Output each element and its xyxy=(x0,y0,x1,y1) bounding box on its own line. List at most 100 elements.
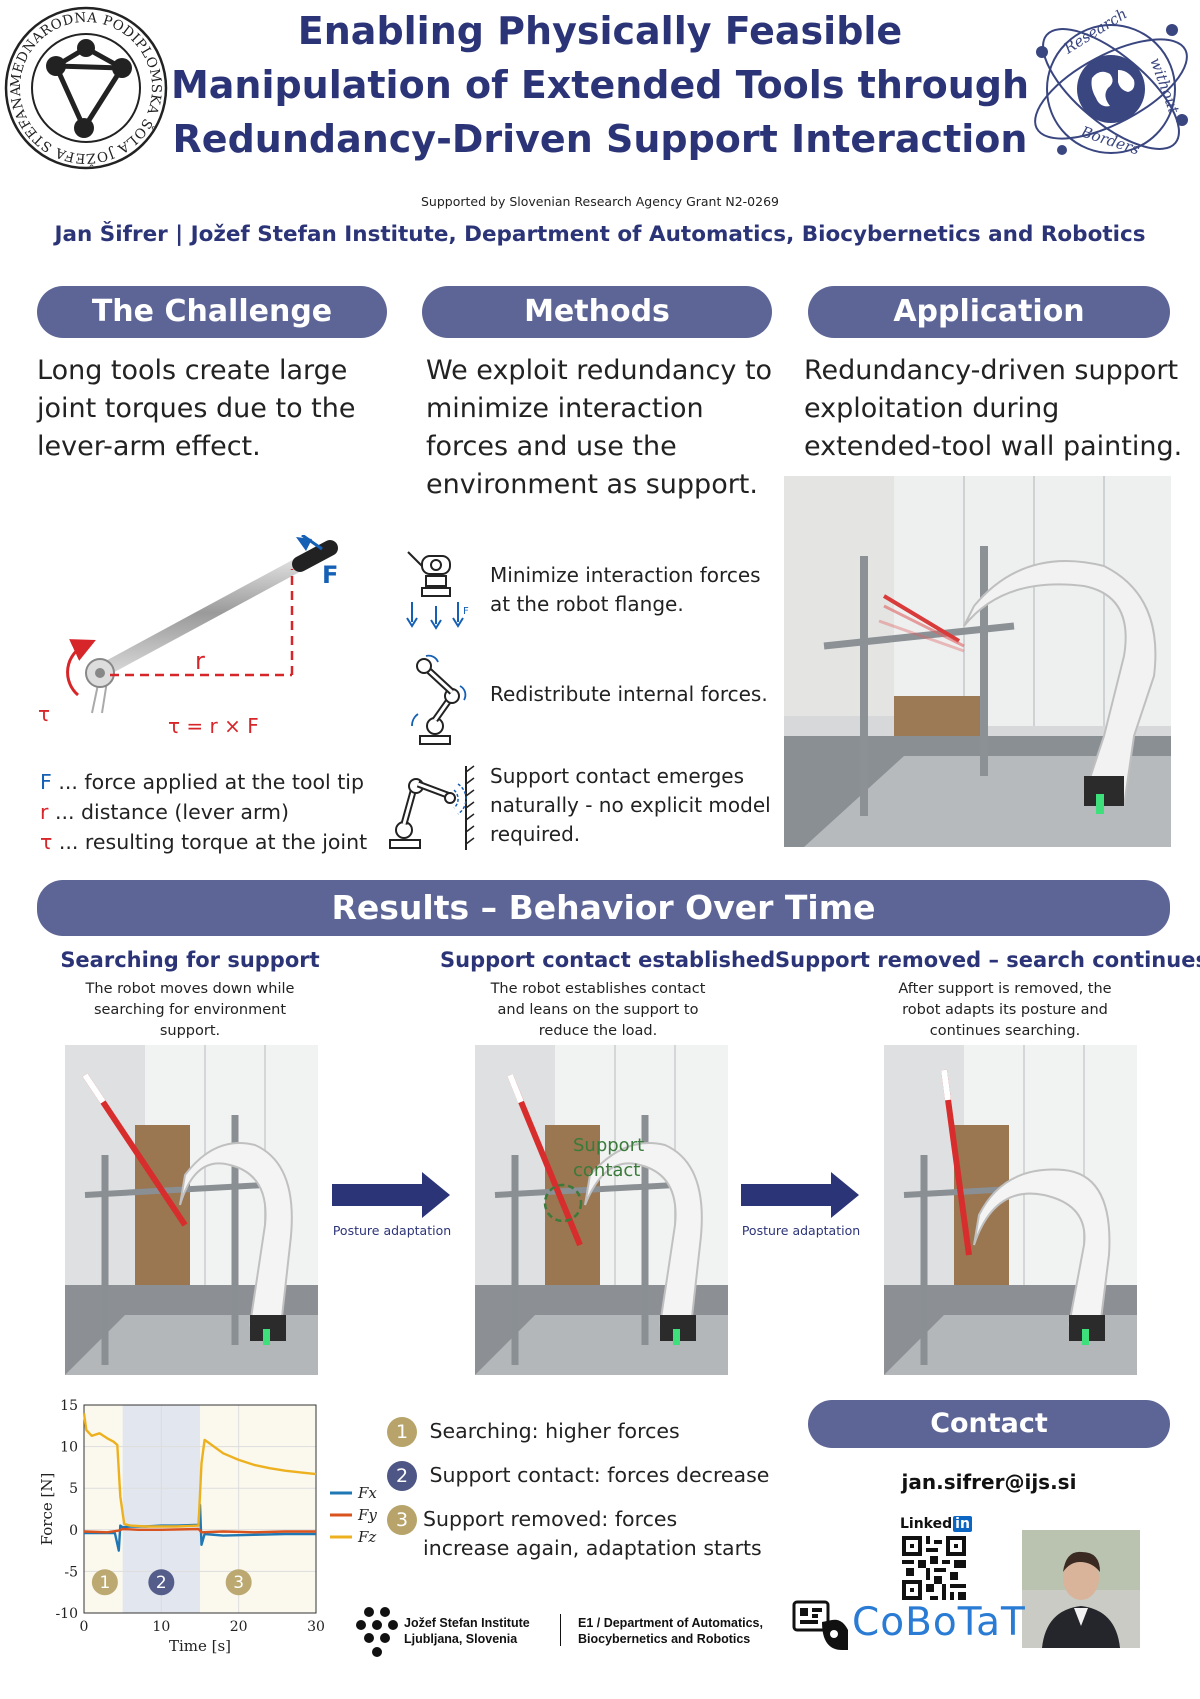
series-line-fy xyxy=(83,1527,316,1534)
phase-marker-label-3: 3 xyxy=(233,1573,244,1593)
legend-label-fx: Fx xyxy=(357,1484,377,1502)
legend-label-fy: Fy xyxy=(357,1506,377,1524)
results-heading: Results – Behavior Over Time xyxy=(37,880,1170,936)
footer-department: E1 / Department of Automatics, Biocybern… xyxy=(578,1615,763,1647)
x-tick-label: 10 xyxy=(152,1619,170,1635)
title-line-2: Manipulation of Extended Tools through xyxy=(170,63,1030,107)
linkedin-qr-code[interactable] xyxy=(902,1536,966,1600)
y-tick-label: 5 xyxy=(69,1481,78,1497)
y-tick-label: 0 xyxy=(69,1523,78,1539)
phase-list-text-3: Support removed: forces increase again, … xyxy=(423,1507,762,1560)
phase-marker-2 xyxy=(148,1569,175,1596)
method-item-2: Redistribute internal forces. xyxy=(490,682,768,706)
application-photo xyxy=(784,476,1171,847)
phase-3-photo xyxy=(884,1045,1137,1375)
footer-institute-line-2: Ljubljana, Slovenia xyxy=(404,1632,518,1646)
legend-label-fz: Fz xyxy=(357,1528,376,1546)
cobotat-logo-icon xyxy=(792,1600,850,1652)
contact-email[interactable]: jan.sifrer@ijs.si xyxy=(901,1470,1077,1494)
y-tick-label: -5 xyxy=(64,1564,78,1580)
challenge-legend: F ... force applied at the tool tip r ..… xyxy=(40,767,380,857)
minimize-forces-icon: F xyxy=(400,548,472,630)
posture-arrow-2 xyxy=(741,1172,861,1218)
legend-symbol-tau: τ xyxy=(40,830,53,854)
phase-list-text-2: Support contact: forces decrease xyxy=(429,1463,770,1487)
phase-badge-1: 1 xyxy=(387,1417,417,1447)
methods-heading: Methods xyxy=(422,286,772,338)
poster-title: Enabling Physically Feasible Manipulatio… xyxy=(170,4,1030,166)
phase-badge-2: 2 xyxy=(387,1461,417,1491)
posture-arrow-1 xyxy=(332,1172,452,1218)
method-item-3: Support contact emerges naturally - no e… xyxy=(490,764,771,846)
posture-label-1: Posture adaptation xyxy=(332,1223,452,1238)
phase-list-text-1: Searching: higher forces xyxy=(429,1419,680,1443)
legend-symbol-f: F xyxy=(40,770,52,794)
cobotat-wordmark: CoBoTaT xyxy=(852,1600,1026,1645)
authors-line: Jan Šifrer | Jožef Stefan Institute, Dep… xyxy=(54,222,1146,247)
support-contact-annotation: Support contact xyxy=(573,1135,645,1181)
x-tick-label: 20 xyxy=(230,1619,248,1635)
linkedin-in-badge: in xyxy=(953,1516,972,1532)
plot-frame xyxy=(83,1404,317,1614)
x-tick-label: 30 xyxy=(307,1619,325,1635)
grant-line: Supported by Slovenian Research Agency G… xyxy=(421,194,779,209)
phase-1-desc: The robot moves down while searching for… xyxy=(85,981,295,1039)
application-heading: Application xyxy=(808,286,1170,338)
left-logo: MEDNARODNA PODIPLOMSKA ŠOLA JOŽEFA STEFA… xyxy=(0,0,170,172)
title-line-1: Enabling Physically Feasible xyxy=(297,9,903,53)
legend-text-tau: ... resulting torque at the joint xyxy=(52,830,368,854)
ijs-logo-icon xyxy=(355,1606,399,1660)
torque-equation: τ = r × F xyxy=(168,714,259,738)
x-axis-label: Time [s] xyxy=(169,1637,231,1655)
application-text: Redundancy-driven support exploitation d… xyxy=(804,355,1183,462)
y-axis-label: Force [N] xyxy=(38,1473,56,1546)
support-contact-icon xyxy=(384,762,484,852)
phase-badge-3: 3 xyxy=(387,1505,417,1535)
x-tick-label: 0 xyxy=(80,1619,89,1635)
footer-department-line-2: Biocybernetics and Robotics xyxy=(578,1632,751,1646)
legend-row-force: F ... force applied at the tool tip xyxy=(40,767,380,797)
right-logo: Research without Borders xyxy=(1022,0,1200,178)
author-portrait xyxy=(1022,1530,1140,1648)
y-tick-label: -10 xyxy=(55,1606,78,1622)
contact-heading: Contact xyxy=(808,1400,1170,1448)
minimize-icon-f-label: F xyxy=(463,606,469,617)
diagram-f-label: F xyxy=(322,561,338,589)
legend-row-torque: τ ... resulting torque at the joint xyxy=(40,827,380,857)
phase-list-item-1: 1 Searching: higher forces xyxy=(387,1417,787,1447)
phase-marker-3 xyxy=(225,1569,252,1596)
linkedin-text: Linked xyxy=(900,1516,953,1532)
phase-marker-label-1: 1 xyxy=(99,1573,110,1593)
diagram-tau-label: τ xyxy=(38,702,50,726)
challenge-heading: The Challenge xyxy=(37,286,387,338)
methods-text: We exploit redundancy to minimize intera… xyxy=(426,355,773,500)
phase-3-desc: After support is removed, the robot adap… xyxy=(898,981,1112,1039)
footer-divider xyxy=(560,1614,561,1646)
phase-2-title: Support contact established xyxy=(440,948,776,972)
diagram-r-label: r xyxy=(195,647,205,675)
footer-institute: Jožef Stefan Institute Ljubljana, Sloven… xyxy=(404,1615,530,1647)
legend-text-f: ... force applied at the tool tip xyxy=(51,770,364,794)
footer-department-line-1: E1 / Department of Automatics, xyxy=(578,1616,763,1630)
footer-institute-line-1: Jožef Stefan Institute xyxy=(404,1616,530,1630)
phase-2-photo: Support contact xyxy=(475,1045,728,1375)
phase-3-title: Support removed – search continues xyxy=(775,948,1200,972)
phase-list-item-2: 2 Support contact: forces decrease xyxy=(387,1461,787,1491)
challenge-text: Long tools create large joint torques du… xyxy=(37,355,356,462)
legend-text-r: ... distance (lever arm) xyxy=(48,800,289,824)
posture-label-2: Posture adaptation xyxy=(741,1223,861,1238)
phase-2-desc: The robot establishes contact and leans … xyxy=(490,981,706,1039)
y-tick-label: 10 xyxy=(60,1440,78,1456)
phase-marker-1 xyxy=(91,1569,118,1596)
redistribute-forces-icon xyxy=(404,652,474,748)
phase-list-item-3: 3 Support removed: forces increase again… xyxy=(387,1505,787,1563)
y-tick-label: 15 xyxy=(60,1398,78,1414)
phase-list: 1 Searching: higher forces 2 Support con… xyxy=(387,1417,787,1563)
legend-symbol-r: r xyxy=(40,800,49,824)
legend-row-lever: r ... distance (lever arm) xyxy=(40,797,380,827)
title-line-3: Redundancy-Driven Support Interaction xyxy=(172,117,1028,161)
phase-marker-label-2: 2 xyxy=(156,1573,167,1593)
